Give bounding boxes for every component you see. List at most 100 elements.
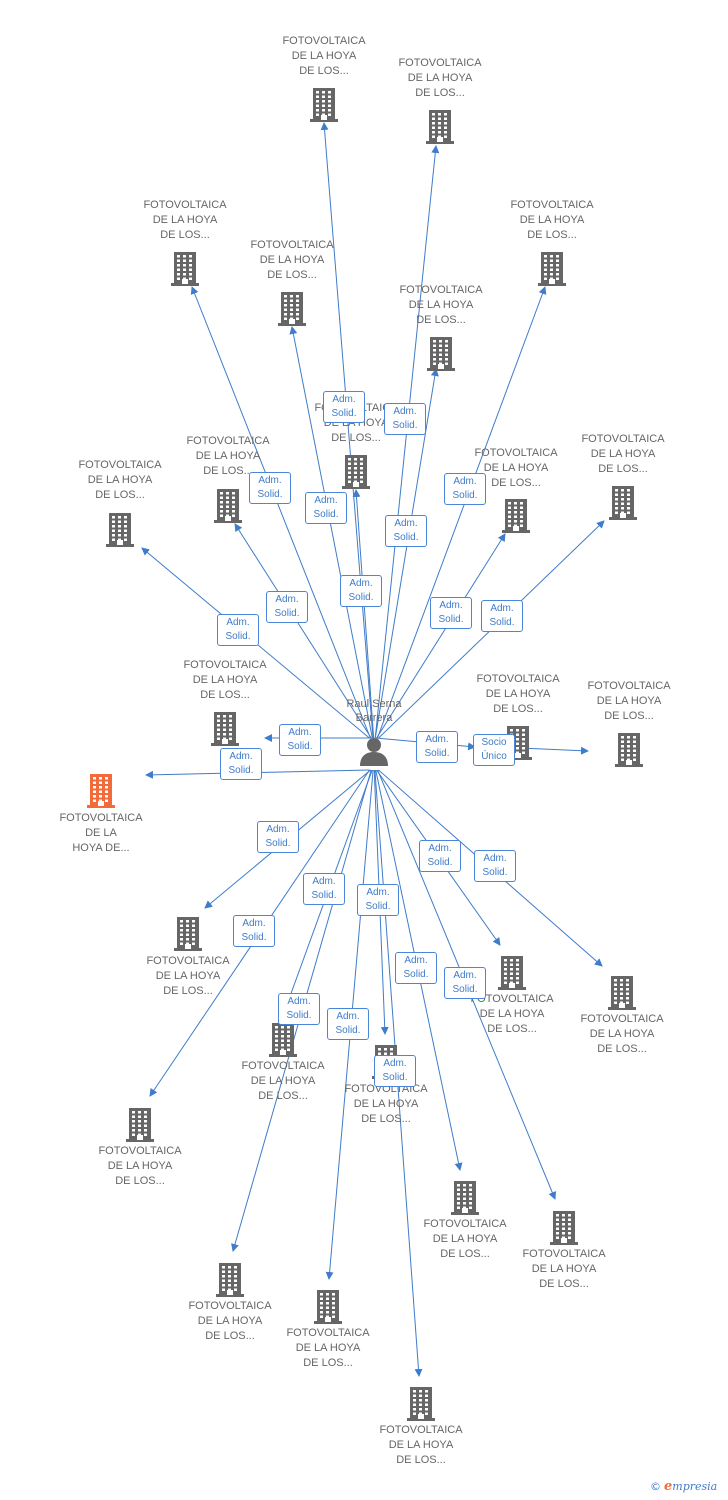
relation-badge-adm-solid[interactable]: Adm.Solid. [481, 600, 523, 632]
relation-label-line2: Solid. [335, 1025, 361, 1036]
company-label-line: DE LA HOYA [485, 688, 551, 700]
company-label-line: DE LA HOYA [479, 1008, 545, 1020]
company-label-line: FOTOVOLTAICA [474, 447, 558, 459]
relation-badge-adm-solid[interactable]: Adm.Solid. [327, 1008, 369, 1040]
relation-badge-adm-solid[interactable]: Adm.Solid. [303, 873, 345, 905]
company-label-line: DE LA HOYA [197, 1315, 263, 1327]
building-icon [498, 954, 526, 995]
relation-badge-adm-solid[interactable]: Adm.Solid. [474, 850, 516, 882]
building-icon [342, 453, 370, 494]
relation-label-line2: Solid. [348, 592, 374, 603]
relation-label-line2: Solid. [313, 509, 339, 520]
relation-badge-adm-solid[interactable]: Adm.Solid. [323, 391, 365, 423]
relation-edge [352, 489, 375, 739]
person-icon [360, 738, 388, 766]
relation-badge-adm-solid[interactable]: Adm.Solid. [279, 724, 321, 756]
relation-badge-adm-solid[interactable]: Adm.Solid. [416, 731, 458, 763]
relation-edge [320, 122, 374, 739]
relation-label-line2: Solid. [489, 617, 515, 628]
building-icon [451, 1179, 479, 1220]
brand-initial: e [664, 1479, 673, 1494]
relation-label-line2: Solid. [257, 489, 283, 500]
company-label-line: DE LOS... [205, 1330, 255, 1342]
relation-badge-adm-solid[interactable]: Adm.Solid. [266, 591, 308, 623]
company-label-line: DE LA HOYA [590, 448, 656, 460]
company-label-line: FOTOVOLTAICA [510, 199, 594, 211]
relation-badge-adm-solid[interactable]: Adm. Solid. [278, 993, 320, 1025]
company-label-line: FOTOVOLTAICA [580, 1013, 664, 1025]
company-label-line: FOTOVOLTAICA [186, 435, 270, 447]
relation-label-line2: Solid. [452, 490, 478, 501]
company-label-line: FOTOVOLTAICA [476, 673, 560, 685]
relation-badge-adm-solid[interactable]: Adm.Solid. [419, 840, 461, 872]
company-label-line: DE LA HOYA [250, 1075, 316, 1087]
building-icon [615, 731, 643, 772]
relation-label-line2: Solid. [274, 608, 300, 619]
company-label-line: FOTOVOLTAICA [78, 459, 162, 471]
relation-label-line1: Adm. [349, 578, 373, 589]
relation-label-line2: Solid. [286, 1010, 312, 1021]
relation-label-line2: Solid. [311, 890, 337, 901]
relation-label-line2: Solid. [228, 765, 254, 776]
relation-label-line2: Solid. [241, 932, 267, 943]
relation-badge-adm-solid[interactable]: Adm.Solid. [357, 884, 399, 916]
relation-badge-adm-solid[interactable]: Adm. Solid. [340, 575, 382, 607]
company-label-line: FOTOVOLTAICA [59, 812, 143, 824]
company-label-line: FOTOVOLTAICA [398, 57, 482, 69]
relation-badge-adm-solid[interactable]: Adm.Solid. [374, 1055, 416, 1087]
relation-badge-adm-solid[interactable]: Adm.Solid. [220, 748, 262, 780]
building-icon [214, 487, 242, 528]
relation-label-line2: Solid. [382, 1072, 408, 1083]
building-icon-highlighted [87, 772, 115, 813]
building-icon [550, 1209, 578, 1250]
relation-badge-adm-solid[interactable]: Adm.Solid. [257, 821, 299, 853]
relation-edge [234, 523, 372, 739]
company-label-line: DE LOS... [115, 1175, 165, 1187]
building-icon [174, 915, 202, 956]
relation-badge-adm-solid[interactable]: Adm.Solid. [217, 614, 259, 646]
relation-edge [519, 746, 589, 755]
relation-label-line1: Socio [481, 737, 507, 748]
company-label-line: FOTOVOLTAICA [98, 1145, 182, 1157]
relation-badge-adm-solid[interactable]: Adm.Solid. [444, 967, 486, 999]
relation-badge-adm-solid[interactable]: Adm.Solid. [384, 403, 426, 435]
company-label-line: DE LA HOYA [589, 1028, 655, 1040]
relation-badge-adm-solid[interactable]: Adm.Solid. [233, 915, 275, 947]
relation-label-line2: Único [481, 751, 507, 762]
company-label-line: FOTOVOLTAICA [286, 1327, 370, 1339]
company-label-line: DE LOS... [416, 314, 466, 326]
company-label-line: DE LA HOYA [519, 214, 585, 226]
relation-badge-adm-solid[interactable]: Adm.Solid. [395, 952, 437, 984]
company-label-line: DE LOS... [361, 1113, 411, 1125]
relation-badge-adm-solid[interactable]: Adm.Solid. [385, 515, 427, 547]
copyright-symbol: © [650, 1480, 661, 1493]
company-label-line: DE LOS... [597, 1043, 647, 1055]
person-node[interactable]: Raul Serna Barrera [310, 697, 438, 772]
building-icon [609, 484, 637, 525]
company-label-line: FOTOVOLTAICA [470, 993, 554, 1005]
relation-badge-adm-solid[interactable]: Adm.Solid. [305, 492, 347, 524]
relation-badge-adm-solid[interactable]: Adm.Solid. [249, 472, 291, 504]
company-label-line: FOTOVOLTAICA [241, 1060, 325, 1072]
company-label-line: DE LA HOYA [408, 299, 474, 311]
company-label-line: FOTOVOLTAICA [379, 1424, 463, 1436]
relation-label-line1: Adm. [287, 996, 311, 1007]
relation-badge-adm-solid[interactable]: Adm.Solid. [430, 597, 472, 629]
company-label: FOTOVOLTAICA DE LA HOYA DE LOS... [562, 1012, 682, 1057]
relation-badge-adm-solid[interactable]: Adm.Solid. [444, 473, 486, 505]
company-label-line: DE LA HOYA [259, 254, 325, 266]
relation-label-line1: Adm. [453, 970, 477, 981]
